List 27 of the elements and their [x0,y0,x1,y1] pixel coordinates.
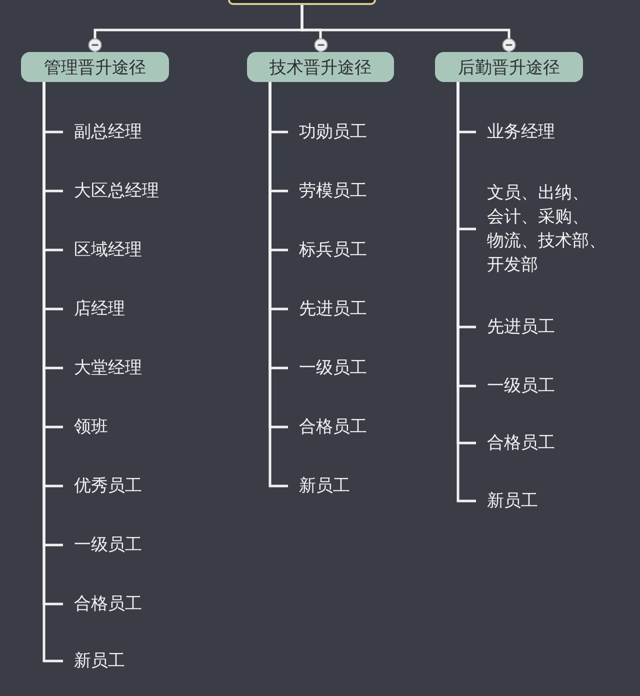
position-label: 大区总经理 [74,180,159,203]
position-label: 新员工 [74,650,125,673]
position-label: 合格员工 [487,432,555,455]
category-box: 后勤晋升途径 [435,52,583,82]
category-box: 管理晋升途径 [21,52,169,82]
position-label: 新员工 [487,490,538,513]
position-label: 标兵员工 [299,239,367,262]
position-label: 功勋员工 [299,121,367,144]
position-label: 劳模员工 [299,180,367,203]
position-label: 一级员工 [299,357,367,380]
position-label: 新员工 [299,475,350,498]
position-label: 文员、出纳、会计、采购、物流、技术部、开发部 [487,182,607,277]
position-label: 业务经理 [487,121,555,144]
position-label: 区域经理 [74,239,142,262]
position-label: 副总经理 [74,121,142,144]
position-label: 大堂经理 [74,357,142,380]
position-label: 先进员工 [487,316,555,339]
position-label: 领班 [74,416,108,439]
position-label: 优秀员工 [74,475,142,498]
category-box: 技术晋升途径 [247,52,394,82]
position-label: 合格员工 [74,593,142,616]
root-box [228,0,376,5]
position-label: 一级员工 [487,375,555,398]
position-label: 先进员工 [299,298,367,321]
position-label: 店经理 [74,298,125,321]
position-label: 合格员工 [299,416,367,439]
position-label: 一级员工 [74,534,142,557]
